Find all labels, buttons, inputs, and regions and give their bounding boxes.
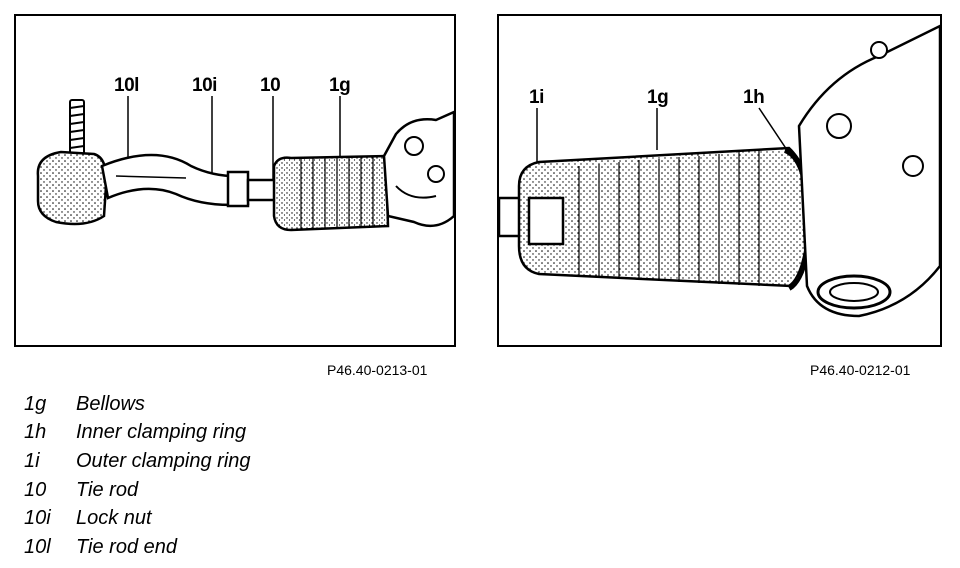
legend-key: 1g <box>24 392 47 415</box>
parts-legend: 1g Bellows 1h Inner clamping ring 1i Out… <box>24 390 251 562</box>
legend-key: 10i <box>24 507 51 530</box>
legend-label: Lock nut <box>76 507 152 530</box>
bellows-illustration <box>499 24 940 318</box>
legend-label: Tie rod <box>76 478 139 501</box>
callout-10: 10 <box>260 75 281 96</box>
figure-code-left: P46.40-0213-01 <box>327 362 428 378</box>
legend-key: 1h <box>24 421 47 444</box>
tie-rod-illustration <box>36 96 454 232</box>
legend-key: 10l <box>24 535 51 558</box>
callout-1g: 1g <box>647 87 669 108</box>
legend-item: 10 Tie rod <box>24 476 251 505</box>
figure-code-right: P46.40-0212-01 <box>810 362 911 378</box>
legend-item: 10l Tie rod end <box>24 533 251 562</box>
callout-10l: 10l <box>114 75 139 96</box>
legend-key: 10 <box>24 478 47 501</box>
figure-bellows-clamping-rings: 1i 1g 1h <box>497 14 942 347</box>
legend-item: 10i Lock nut <box>24 504 251 533</box>
callout-1g: 1g <box>329 75 351 96</box>
legend-label: Tie rod end <box>76 535 177 558</box>
callout-1h: 1h <box>743 87 765 108</box>
legend-item: 1g Bellows <box>24 390 251 419</box>
legend-key: 1i <box>24 449 40 472</box>
legend-label: Inner clamping ring <box>76 421 247 444</box>
figure-tie-rod-assembly: 10l 10i 10 1g <box>14 14 456 347</box>
legend-item: 1i Outer clamping ring <box>24 447 251 476</box>
legend-label: Bellows <box>76 392 145 415</box>
callout-10i: 10i <box>192 75 217 96</box>
callout-1i: 1i <box>529 87 544 108</box>
legend-label: Outer clamping ring <box>76 449 251 472</box>
legend-item: 1h Inner clamping ring <box>24 419 251 448</box>
